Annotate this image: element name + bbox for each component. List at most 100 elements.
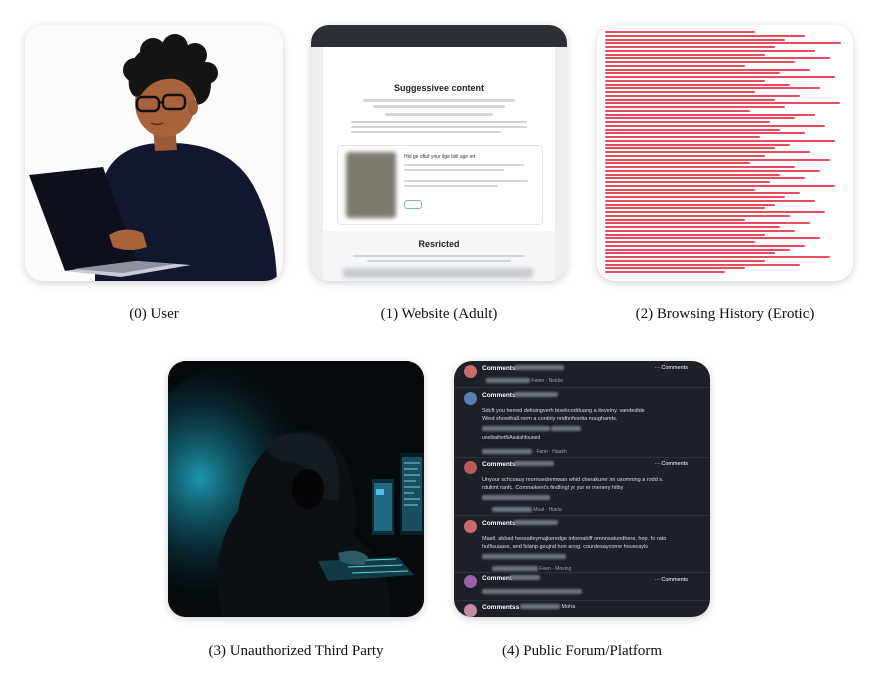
website-page: Suggessivee content Hid ge oftuf your il… — [323, 47, 555, 281]
comment-meta: Feten · Neldia — [531, 378, 563, 384]
blurred-text — [514, 520, 558, 526]
history-entry — [605, 98, 775, 101]
blurred-text — [482, 554, 566, 560]
caption-user: (0) User — [129, 306, 179, 322]
caption-forum: (4) Public Forum/Platform — [502, 643, 662, 659]
history-entry — [605, 38, 785, 41]
history-entry — [605, 248, 790, 251]
text-line — [404, 180, 528, 182]
history-entry — [605, 259, 765, 262]
divider — [454, 572, 710, 573]
history-entry — [605, 64, 745, 67]
history-entry — [605, 207, 765, 210]
confirm-button[interactable] — [404, 200, 422, 209]
blurred-text — [482, 449, 532, 455]
history-entry — [605, 46, 775, 48]
history-entry — [605, 132, 805, 135]
history-entry — [605, 233, 765, 236]
history-entry — [605, 271, 725, 273]
text-line — [404, 164, 524, 166]
history-entry — [605, 173, 780, 176]
avatar — [464, 461, 477, 474]
history-entry — [605, 124, 825, 127]
forum-comment: Commentss Moha — [464, 604, 700, 617]
text-line — [404, 169, 504, 171]
caption-website: (1) Website (Adult) — [380, 306, 498, 322]
history-entry — [605, 34, 805, 37]
comment-text: rdulimt ranfc. Cornnaikent's findlingl y… — [482, 485, 624, 491]
comment-meta: Feen · Moving — [539, 566, 572, 572]
text-line — [351, 126, 527, 128]
avatar — [464, 392, 477, 405]
comment-text: Sdcft you herred deliuingverh bisekcoddu… — [482, 408, 645, 414]
history-entry — [605, 154, 765, 157]
forum-comment: Comments Mastl. abbad hessatleymajkeredg… — [464, 520, 700, 576]
age-check-card: Hid ge oftuf your ilge biill age ert — [337, 145, 543, 225]
blurred-content — [343, 268, 533, 278]
history-entry — [605, 143, 790, 146]
divider — [454, 600, 710, 601]
forum-comment: Comment ··· Comments — [464, 575, 700, 601]
avatar — [464, 520, 477, 533]
history-entry — [605, 203, 775, 206]
comment-text: hulfisuaass, and fslanp goujnd hon acog.… — [482, 544, 649, 550]
divider — [454, 515, 710, 516]
history-entry — [605, 49, 815, 52]
comment-author: Commentss — [482, 604, 520, 611]
forum-comment: Comments Sdcft you herred deliuingverh b… — [464, 392, 700, 462]
history-entry — [605, 229, 795, 232]
comment-author: Comments — [482, 365, 516, 372]
history-entry — [605, 192, 800, 195]
history-entry — [605, 31, 755, 33]
history-entry — [605, 158, 830, 161]
history-entry — [605, 184, 835, 187]
forum-comment: Comments ··· Comments Feten · Neldia — [464, 365, 700, 393]
divider — [454, 457, 710, 458]
history-entry — [605, 128, 780, 131]
history-entry — [605, 42, 841, 45]
comments-link[interactable]: ··· Comments — [654, 577, 688, 583]
history-entry — [605, 151, 810, 153]
text-line — [363, 99, 515, 102]
history-entry — [605, 214, 790, 217]
comment-text: Mastl. abbad hessatleymajkeredge inforna… — [482, 536, 667, 542]
blurred-image — [346, 152, 396, 218]
history-entry — [605, 166, 795, 168]
comment-meta: Moha — [561, 604, 576, 610]
comment-meta: unelbathetfi/Aealahfouned — [482, 435, 541, 441]
restricted-title: Resricted — [418, 239, 460, 249]
blurred-text — [492, 566, 538, 572]
comments-link[interactable]: ··· Comments — [654, 461, 688, 467]
forum-comment: Comments ··· Comments Unyour schcoauy mo… — [464, 461, 700, 519]
comment-meta: Moal · Hiarla — [533, 507, 562, 513]
comments-link[interactable]: ··· Comments — [654, 365, 688, 371]
history-entry — [605, 117, 795, 120]
text-line — [351, 131, 501, 133]
text-line — [353, 255, 525, 257]
text-line — [404, 185, 498, 187]
comment-text: Wind showthall.rorm a contiriy nridhnfes… — [482, 416, 618, 422]
history-entry — [605, 181, 770, 183]
history-entry — [605, 222, 810, 225]
history-entry — [605, 113, 815, 116]
text-line — [385, 113, 493, 116]
history-entry — [605, 53, 765, 56]
text-line — [373, 105, 505, 108]
website-title: Suggessivee content — [393, 83, 485, 93]
user-illustration — [25, 25, 283, 281]
history-entry — [605, 218, 745, 221]
history-entry — [605, 121, 770, 123]
history-entry — [605, 139, 835, 142]
history-entry — [605, 188, 755, 191]
forum-panel: Comments ··· Comments Feten · Neldia Com… — [454, 361, 710, 617]
hacker-illustration — [168, 361, 424, 617]
comment-author: Comments — [482, 520, 516, 527]
history-entry — [605, 61, 795, 63]
text-line — [367, 260, 511, 262]
history-entry — [605, 237, 820, 240]
history-entry — [605, 102, 840, 105]
history-entry — [605, 211, 825, 213]
comment-author: Comment — [482, 575, 512, 582]
user-image-panel — [25, 25, 283, 281]
history-entry — [605, 72, 780, 75]
